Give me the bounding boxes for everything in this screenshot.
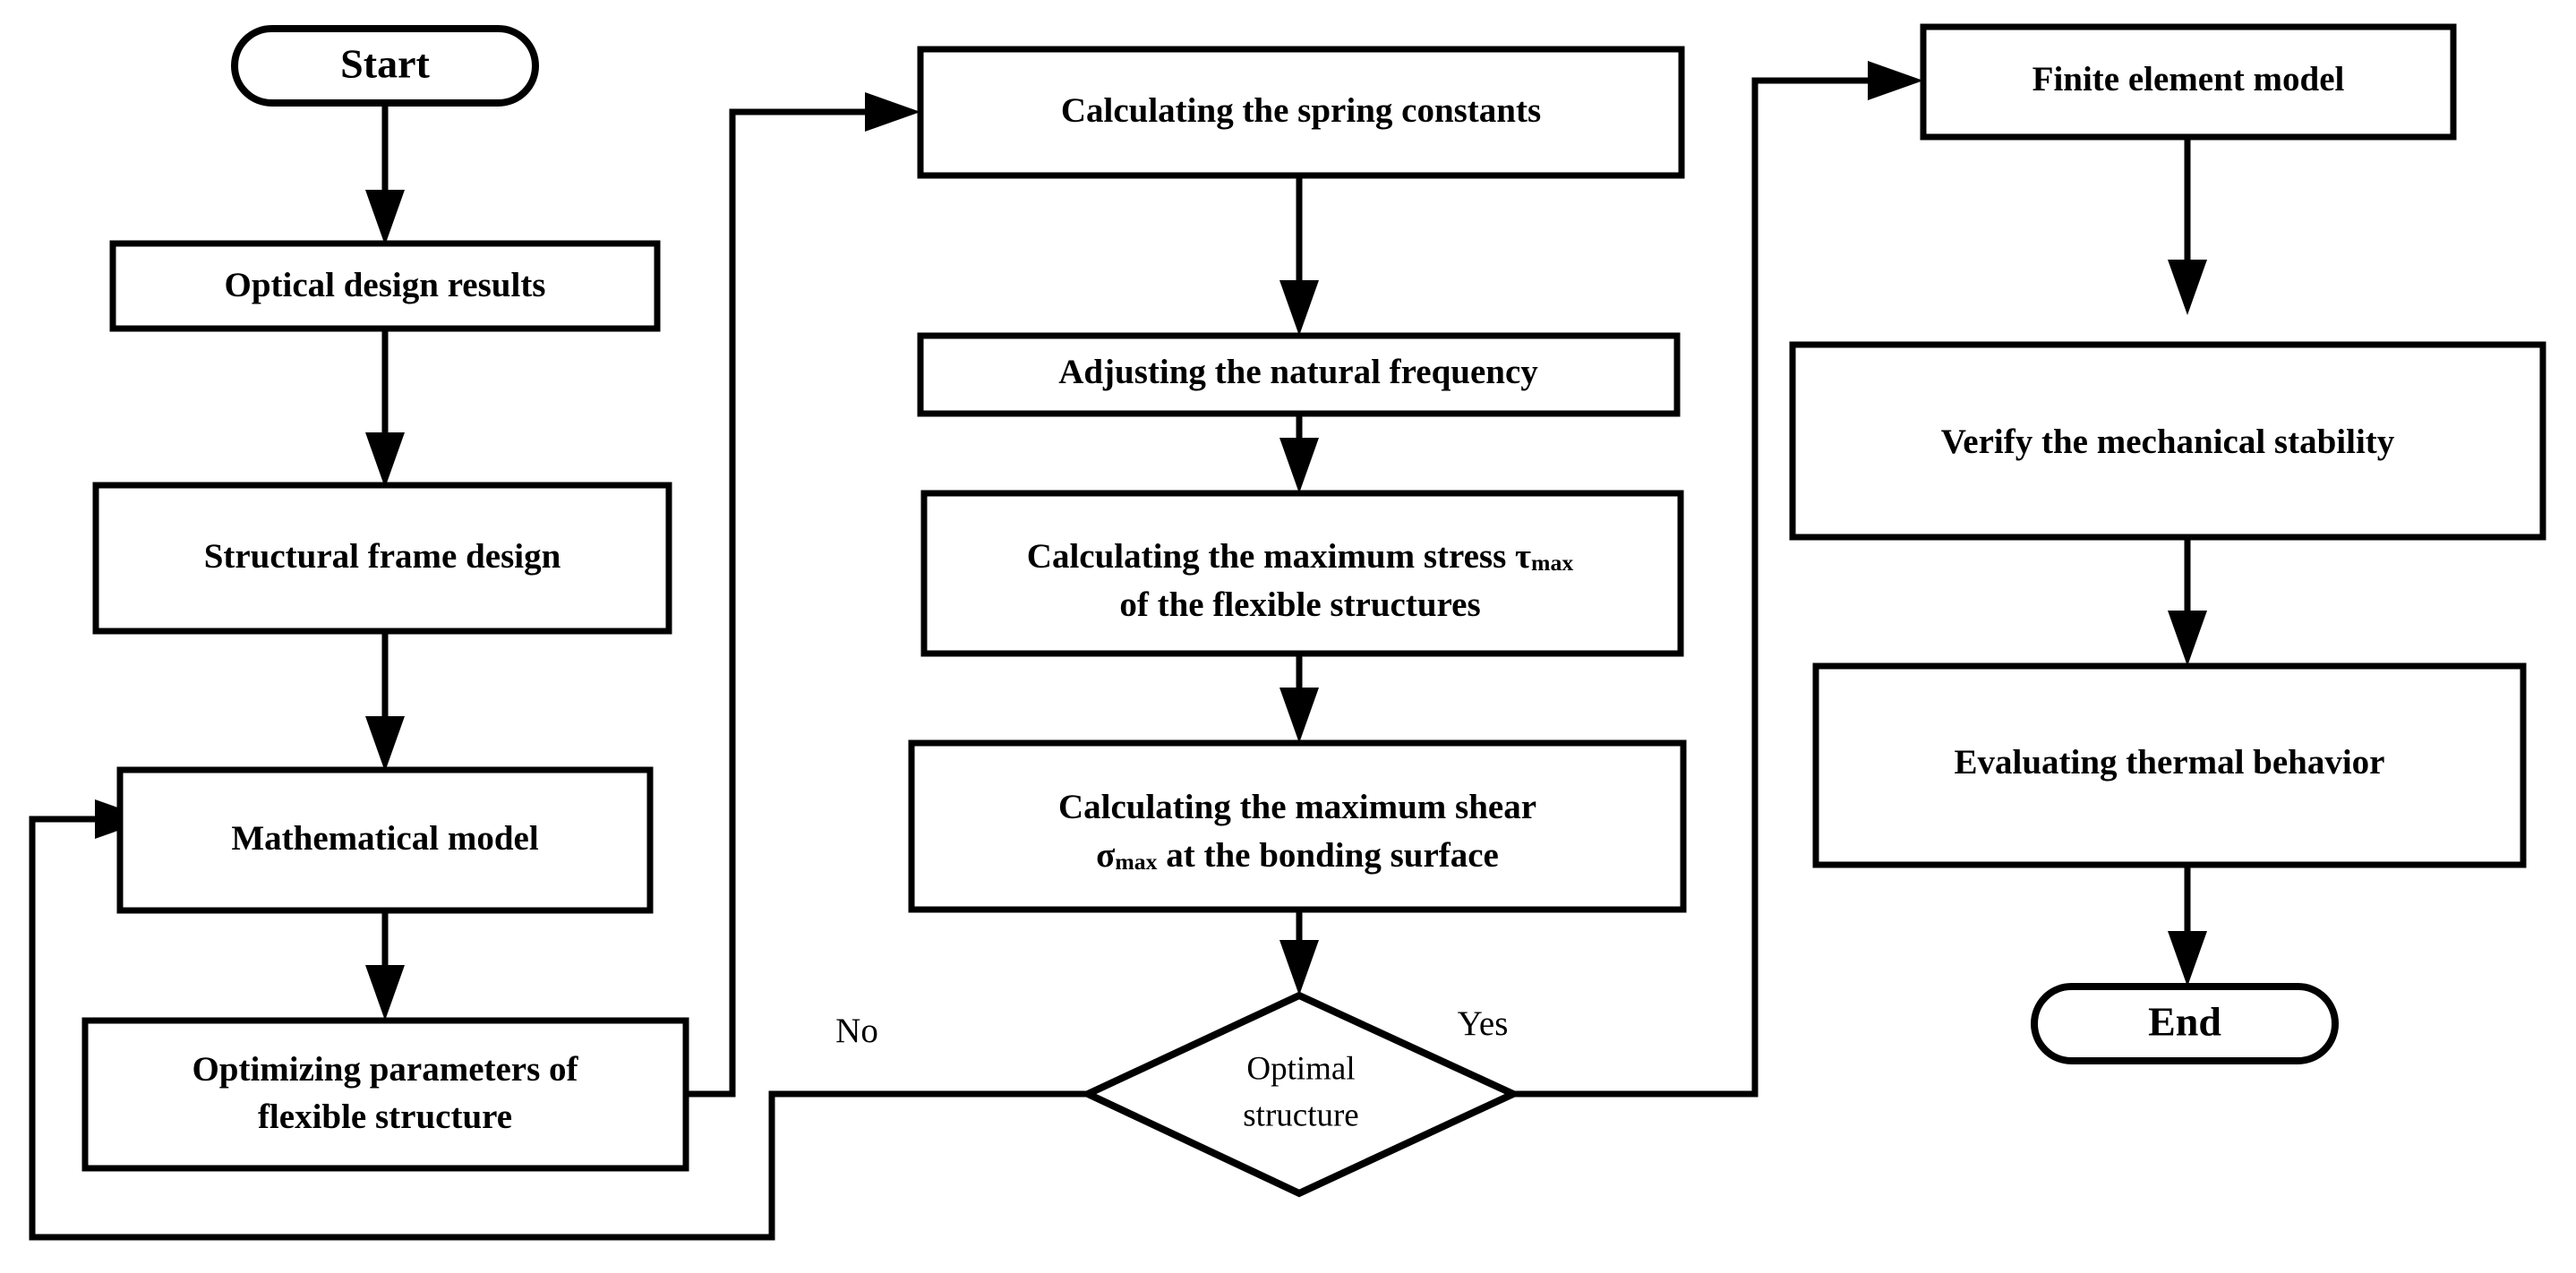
edge-label-yes: Yes [1458,1004,1509,1043]
spring-constants-shape [917,46,1685,179]
optimal-structure-label-line2: structure [1243,1097,1358,1133]
optimizing-parameters-label-line2: flexible structure [258,1098,512,1136]
node-max-stress[interactable]: Calculating the maximum stress τmax of t… [920,490,1684,657]
verify-mechanical-stability-shape [1789,341,2546,541]
max-shear-sigma-symbol: σ [1096,836,1115,875]
edge-label-no: No [835,1012,878,1050]
evaluating-thermal-behavior-label: Evaluating thermal behavior [1954,743,2384,782]
finite-element-model-shape [1920,23,2457,141]
node-optimal-structure-decision[interactable]: Optimal structure [1079,991,1522,1198]
node-mathematical-model[interactable]: Mathematical model [116,766,654,914]
max-shear-text-post: at the bonding surface [1158,836,1499,875]
edge-verify-to-thermal [2168,537,2207,666]
natural-frequency-shape [917,332,1681,417]
edge-shear-to-decision [1279,910,1319,995]
optimizing-parameters-label-line1: Optimizing parameters of [192,1050,578,1089]
optimal-structure-label-line1: Optimal [1246,1050,1355,1087]
start-label: Start [340,41,430,87]
edge-optical-to-frame [365,329,405,488]
edge-stress-to-shear [1279,654,1319,743]
edge-frequency-to-stress [1279,414,1319,493]
node-start[interactable]: Start [231,25,539,107]
max-shear-label-line2: σmax at the bonding surface [1096,836,1499,875]
max-stress-label-line2: of the flexible structures [1119,585,1480,624]
node-optimizing-parameters[interactable]: Optimizing parameters of flexible struct… [81,1017,689,1172]
structural-frame-design-shape [92,482,672,635]
structural-frame-design-label: Structural frame design [204,537,561,576]
max-stress-tau-subscript: max [1531,550,1573,576]
edge-decision-yes-to-fem [1513,61,1923,1098]
node-evaluating-thermal-behavior[interactable]: Evaluating thermal behavior [1812,662,2527,868]
evaluating-thermal-behavior-shape [1812,662,2527,868]
max-stress-shape [920,490,1684,657]
node-verify-mechanical-stability[interactable]: Verify the mechanical stability [1789,341,2546,541]
optical-design-results-shape [109,240,661,332]
mathematical-model-label: Mathematical model [231,819,538,858]
node-structural-frame-design[interactable]: Structural frame design [92,482,672,635]
natural-frequency-label: Adjusting the natural frequency [1058,353,1538,391]
edge-fem-to-verify [2168,137,2207,315]
max-stress-label-line1: Calculating the maximum stress τmax [1027,537,1574,576]
optimal-structure-shape [1079,991,1522,1198]
max-stress-tau-symbol: τ [1515,537,1531,576]
edge-optimizing-to-spring [686,92,920,1098]
optimizing-parameters-shape [81,1017,689,1172]
node-natural-frequency[interactable]: Adjusting the natural frequency [917,332,1681,417]
spring-constants-label: Calculating the spring constants [1061,91,1541,130]
edge-start-to-optical [365,101,405,245]
edge-math-to-optimizing [365,910,405,1021]
edge-spring-to-frequency [1279,175,1319,336]
node-end[interactable]: End [2031,983,2339,1064]
end-label: End [2148,999,2221,1045]
end-shape [2031,983,2339,1064]
node-finite-element-model[interactable]: Finite element model [1920,23,2457,141]
node-max-shear[interactable]: Calculating the maximum shear σmax at th… [908,739,1687,913]
start-shape [231,25,539,107]
node-spring-constants[interactable]: Calculating the spring constants [917,46,1685,179]
node-optical-design-results[interactable]: Optical design results [109,240,661,332]
max-shear-label-line1: Calculating the maximum shear [1058,788,1536,826]
finite-element-model-label: Finite element model [2033,60,2345,98]
verify-mechanical-stability-label: Verify the mechanical stability [1941,423,2395,461]
max-stress-text-pre: Calculating the maximum stress [1027,537,1515,576]
edge-frame-to-math [365,631,405,772]
edge-thermal-to-end [2168,865,2207,987]
max-shear-sigma-subscript: max [1115,849,1157,875]
max-shear-shape [908,739,1687,913]
mathematical-model-shape [116,766,654,914]
optical-design-results-label: Optical design results [225,266,546,304]
